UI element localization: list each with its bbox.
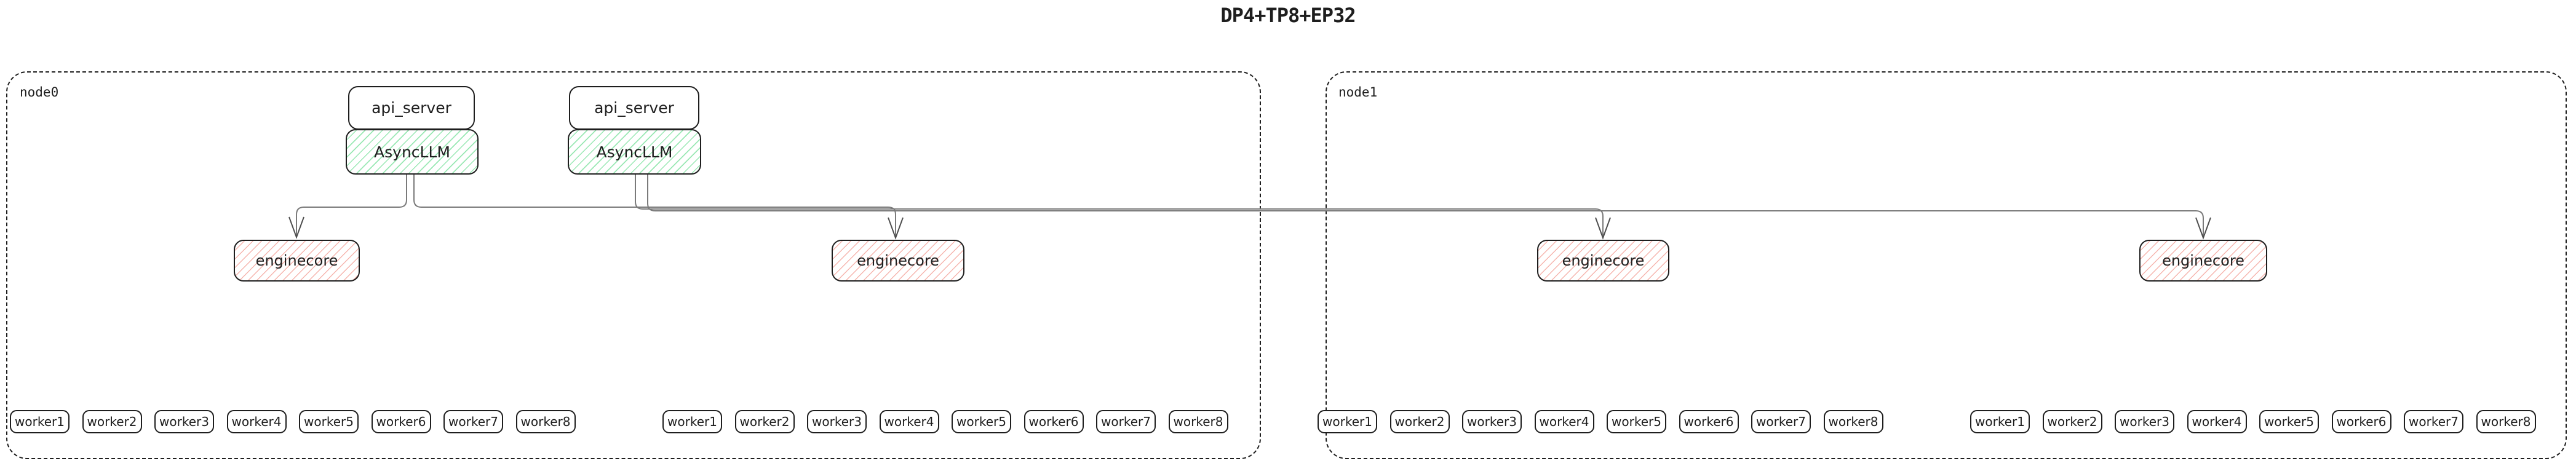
node1-group2-worker-box-3: worker3: [2115, 410, 2174, 433]
node0-asyncllm-2: AsyncLLM: [568, 129, 701, 175]
node0-group2-worker-box-8: worker8: [1168, 410, 1228, 433]
node1-group2-worker-box-7: worker7: [2404, 410, 2463, 433]
node0-group1-worker-box-6: worker6: [371, 410, 431, 433]
node1-group2-worker-box-5: worker5: [2259, 410, 2319, 433]
node1-group1-worker-box-3: worker3: [1462, 410, 1522, 433]
node0-group2-worker-box-1: worker1: [662, 410, 722, 433]
node1-group2-worker-box-1: worker1: [1970, 410, 2030, 433]
node1-group1-worker-box-7: worker7: [1751, 410, 1811, 433]
diagram-title: DP4+TP8+EP32: [1220, 4, 1356, 27]
node1-label: node1: [1338, 85, 1378, 100]
node0-enginecore-2: enginecore: [832, 240, 964, 282]
node0-api-server-2: api_server: [569, 86, 699, 130]
node0-group2-worker-box-3: worker3: [807, 410, 867, 433]
node0-group1-worker-box-7: worker7: [443, 410, 503, 433]
node0-group1-worker-box-2: worker2: [82, 410, 142, 433]
node1-group1-worker-box-2: worker2: [1389, 410, 1450, 433]
node1-container: [1326, 71, 2567, 459]
node1-group1-worker-box-1: worker1: [1318, 410, 1377, 433]
node0-group2-worker-box-5: worker5: [952, 410, 1011, 433]
node1-enginecore-2: enginecore: [2139, 240, 2267, 282]
node0-group1-worker-box-4: worker4: [226, 410, 287, 433]
node1-group2-worker-box-6: worker6: [2331, 410, 2391, 433]
node1-group2-worker-box-2: worker2: [2042, 410, 2102, 433]
node1-group1-worker-box-8: worker8: [1823, 410, 1883, 433]
node1-group1-worker-box-5: worker5: [1607, 410, 1666, 433]
node0-group2-worker-box-2: worker2: [734, 410, 795, 433]
node0-container: [6, 71, 1261, 459]
node1-group2-worker-box-4: worker4: [2187, 410, 2247, 433]
node1-enginecore-1: enginecore: [1537, 240, 1669, 282]
node0-group1-worker-box-5: worker5: [299, 410, 359, 433]
node0-api-server-1: api_server: [348, 86, 475, 130]
node0-group2-worker-box-4: worker4: [879, 410, 939, 433]
node1-group1-worker-box-4: worker4: [1534, 410, 1594, 433]
node0-group2-worker-box-7: worker7: [1096, 410, 1156, 433]
node0-label: node0: [20, 85, 59, 100]
node1-group2-worker-box-8: worker8: [2476, 410, 2536, 433]
node0-enginecore-1: enginecore: [234, 240, 360, 282]
node0-group2-worker-box-6: worker6: [1024, 410, 1084, 433]
node0-group1-worker-box-1: worker1: [10, 410, 70, 433]
node0-group1-worker-box-8: worker8: [515, 410, 576, 433]
node0-asyncllm-1: AsyncLLM: [346, 129, 479, 175]
node1-group1-worker-box-6: worker6: [1679, 410, 1739, 433]
node0-group1-worker-box-3: worker3: [154, 410, 214, 433]
